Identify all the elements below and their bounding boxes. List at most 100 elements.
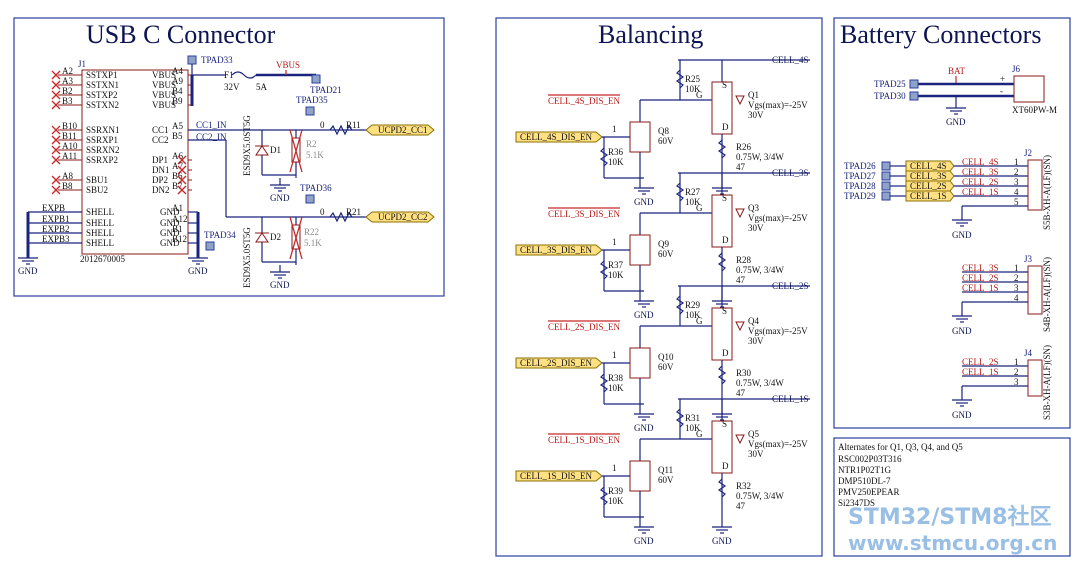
en-net-label: CELL_3S_DIS_EN	[548, 209, 621, 219]
tpad35-pad	[305, 106, 315, 116]
pin-g: G	[696, 90, 703, 100]
j2-tpad-label: TPAD26	[844, 161, 876, 171]
d1-diode	[255, 145, 269, 156]
usb-right-pin-number: A6	[172, 151, 183, 161]
load-resistor	[717, 478, 727, 498]
pin-d: D	[722, 348, 729, 358]
balancing-panel-title: Balancing	[598, 20, 703, 49]
j3-label: J3	[1024, 254, 1033, 264]
ucpd2-cc2-flag	[365, 211, 435, 223]
j2-flag-label: CELL_2S	[910, 181, 947, 191]
usb-left-pin-number: B11	[62, 131, 77, 141]
rtop-resistor	[675, 182, 685, 202]
usb-left-pin-number: A11	[62, 151, 77, 161]
j2-gnd-label: GND	[952, 230, 972, 240]
alternate-part: NTR1P02T1G	[838, 465, 892, 475]
j4-pin-number: 2	[1014, 367, 1019, 377]
qn-label: Q11	[658, 465, 673, 475]
usb-left-signal: SSRXP2	[86, 155, 118, 165]
cell-net-label: CELL_2S	[772, 281, 809, 291]
rg-resistor	[599, 260, 609, 280]
j4-net-label: CELL_1S	[962, 367, 999, 377]
r21-label: R21	[346, 207, 361, 217]
en-net-label: CELL_1S_DIS_EN	[548, 435, 621, 445]
j2-pin-number: 5	[1014, 197, 1019, 207]
usb-left-pin-number: A10	[62, 141, 78, 151]
rl-value: 0.75W, 3/4W	[736, 152, 784, 162]
rl-value2: 47	[736, 388, 746, 398]
r11-label: R11	[346, 120, 361, 130]
j2-pin-number: 4	[1014, 187, 1019, 197]
q-vgs: Vgs(max)=-25V	[748, 100, 808, 110]
j3-pin-number: 3	[1014, 283, 1019, 293]
q-label: Q5	[748, 429, 759, 439]
en-flag	[515, 470, 603, 482]
load-resistor	[717, 139, 727, 159]
tpad33-label: TPAD33	[201, 55, 233, 65]
rl-value2: 47	[736, 275, 746, 285]
usb-left-signal: SSRXP1	[86, 135, 118, 145]
rg-value: 10K	[608, 270, 624, 280]
usb-ref: J1	[78, 59, 86, 69]
vbus-label: VBUS	[276, 60, 300, 70]
j2-tpad	[881, 191, 891, 201]
qn-vds: 60V	[658, 136, 674, 146]
tpad34-label: TPAD34	[204, 230, 236, 240]
usb-right-signal: VBUS	[152, 100, 176, 110]
q-label: Q3	[748, 203, 759, 213]
tpad34-pad	[205, 241, 215, 251]
rl-label: R26	[736, 142, 752, 152]
j4-pin-number: 3	[1014, 377, 1019, 387]
pmos-diode	[735, 208, 745, 219]
usb-right-pin-number: A5	[172, 121, 183, 131]
j2-tpad	[881, 181, 891, 191]
rg-value: 10K	[608, 157, 624, 167]
d1-part: ESD9X5.0ST5G	[242, 115, 252, 176]
nc-x-mark	[51, 155, 61, 165]
balancing-cell: CELL_2SR2910KGCELL_2S_DIS_ENSDQ4Vgs(max)…	[515, 281, 810, 433]
j2-tpad-label: TPAD27	[844, 171, 876, 181]
qn-label: Q9	[658, 239, 669, 249]
ucpd2-cc1-label: UCPD2_CC1	[378, 125, 428, 135]
gnd-nmos-label: GND	[634, 310, 654, 320]
usb-left-signal: SSTXN2	[86, 100, 119, 110]
alternate-part: RSC002P03T316	[838, 454, 902, 464]
j2-connector	[1027, 159, 1043, 211]
battery-panel-frame	[833, 17, 1071, 429]
q-vds: 30V	[748, 449, 764, 459]
r11-value: 0	[320, 120, 325, 130]
pmos-diode	[735, 434, 745, 445]
r22-label: R22	[304, 227, 319, 237]
usb-right-signal: VBUS	[152, 90, 176, 100]
usb-left-pin-number: B3	[62, 96, 73, 106]
watermark-line2: www.stmcu.org.cn	[848, 531, 1057, 555]
pin-s: S	[722, 306, 727, 316]
usb-right-signal: DP2	[152, 175, 168, 185]
j4-label: J4	[1024, 348, 1033, 358]
shell-pin-right: B12	[172, 234, 187, 244]
gnd-shell-left: GND	[18, 266, 38, 276]
en-flag-label: CELL_4S_DIS_EN	[520, 132, 593, 142]
usb-left-signal: SSRXN2	[86, 145, 120, 155]
balancing-panel-frame	[495, 17, 823, 557]
pin-d: D	[722, 235, 729, 245]
usb-right-signal: VBUS	[152, 80, 176, 90]
rtop-value: 10K	[685, 310, 701, 320]
pin-g: G	[696, 203, 703, 213]
nc-x-mark	[51, 70, 61, 80]
nc-x-mark	[51, 145, 61, 155]
load-resistor	[717, 252, 727, 272]
en-flag	[515, 131, 603, 143]
pin-d: D	[722, 122, 729, 132]
rtop-label: R29	[685, 300, 701, 310]
pin-g: G	[696, 429, 703, 439]
qn-vds: 60V	[658, 249, 674, 259]
rl-label: R32	[736, 481, 751, 491]
gnd-load-label: GND	[712, 536, 732, 546]
shell-signal: SHELL	[86, 218, 114, 228]
ucpd2-cc2-label: UCPD2_CC2	[378, 212, 428, 222]
shell-pin-right: A12	[172, 214, 188, 224]
en-flag-label: CELL_1S_DIS_EN	[520, 471, 593, 481]
q-vds: 30V	[748, 110, 764, 120]
f1-current: 5A	[256, 82, 268, 92]
